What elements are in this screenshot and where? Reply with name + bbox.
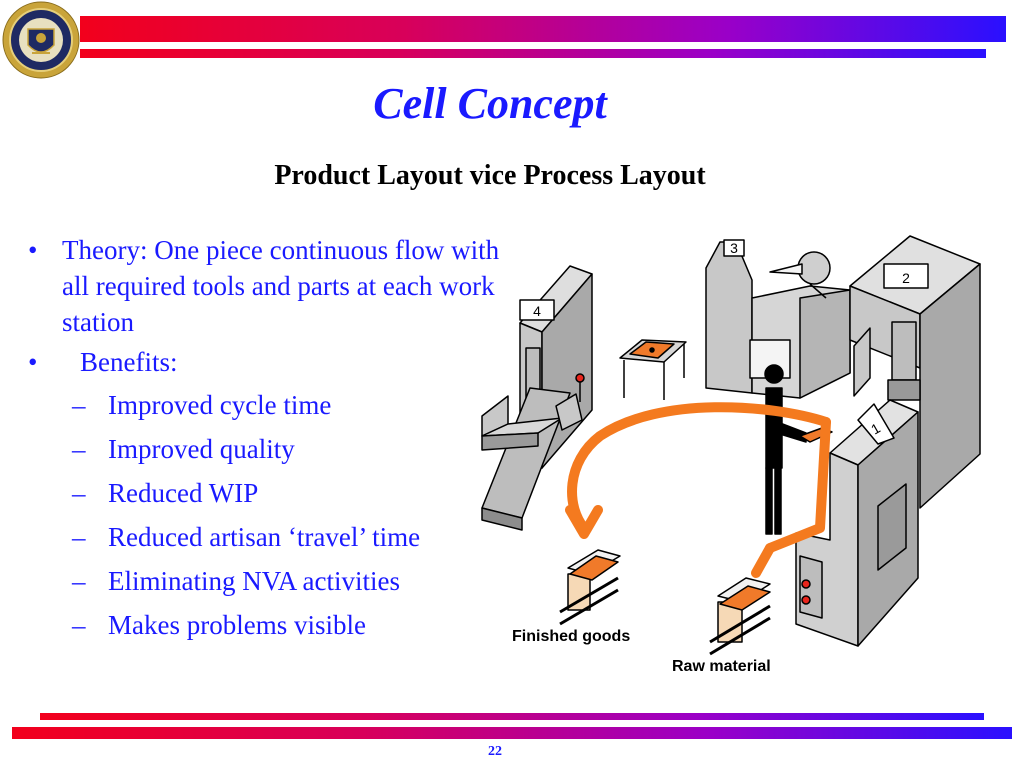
- benefit-item: – Reduced WIP: [28, 474, 508, 512]
- bullet-text: Benefits:: [80, 347, 178, 377]
- slide-title: Cell Concept: [373, 79, 607, 128]
- top-header-thin-bar: [80, 49, 986, 58]
- seal-logo: [2, 1, 80, 79]
- dash-marker: –: [72, 522, 86, 552]
- benefit-text: Improved cycle time: [108, 390, 332, 420]
- bullet-theory: • Theory: One piece continuous flow with…: [28, 232, 508, 340]
- top-header-bar: [80, 16, 1006, 42]
- station-label-2: 2: [902, 270, 910, 286]
- workbench: [619, 339, 687, 400]
- benefit-item: – Improved cycle time: [28, 386, 508, 424]
- benefit-item: – Reduced artisan ‘travel’ time: [28, 518, 508, 556]
- dash-marker: –: [72, 390, 86, 420]
- raw-material-label: Raw material: [672, 658, 771, 675]
- benefit-item: – Makes problems visible: [28, 606, 508, 644]
- dash-marker: –: [72, 478, 86, 508]
- bullet-marker: •: [28, 235, 38, 265]
- benefit-text: Reduced WIP: [108, 478, 259, 508]
- benefit-item: – Improved quality: [28, 430, 508, 468]
- station-4-machine: [481, 265, 593, 531]
- finished-goods-label: Finished goods: [512, 628, 631, 645]
- benefit-text: Makes problems visible: [108, 610, 366, 640]
- slide-subtitle: Product Layout vice Process Layout: [274, 160, 706, 191]
- raw-material-pallet: [709, 577, 771, 656]
- station-label-3: 3: [730, 240, 738, 256]
- dash-marker: –: [72, 566, 86, 596]
- bullet-benefits: • Benefits:: [28, 344, 508, 380]
- page-number: 22: [488, 744, 502, 759]
- benefit-text: Eliminating NVA activities: [108, 566, 400, 596]
- dash-marker: –: [72, 610, 86, 640]
- dash-marker: –: [72, 434, 86, 464]
- bottom-footer-bar: [12, 727, 1012, 739]
- station-2-machine: [849, 235, 981, 509]
- work-cell-diagram: 4 3 2 1 Finished goods Raw material: [470, 228, 990, 688]
- station-label-4: 4: [533, 303, 541, 319]
- finished-goods-pallet: [559, 549, 621, 626]
- flow-arrow: [565, 402, 831, 578]
- benefit-text: Reduced artisan ‘travel’ time: [108, 522, 421, 552]
- work-cell-illustration: 4 3 2 1: [481, 235, 981, 656]
- benefit-text: Improved quality: [108, 434, 295, 464]
- bullet-text: Theory: One piece continuous flow with a…: [62, 235, 500, 337]
- bullet-marker: •: [28, 347, 38, 377]
- bottom-footer-thin-bar: [40, 713, 984, 720]
- bullet-list: • Theory: One piece continuous flow with…: [28, 232, 508, 646]
- benefit-item: – Eliminating NVA activities: [28, 562, 508, 600]
